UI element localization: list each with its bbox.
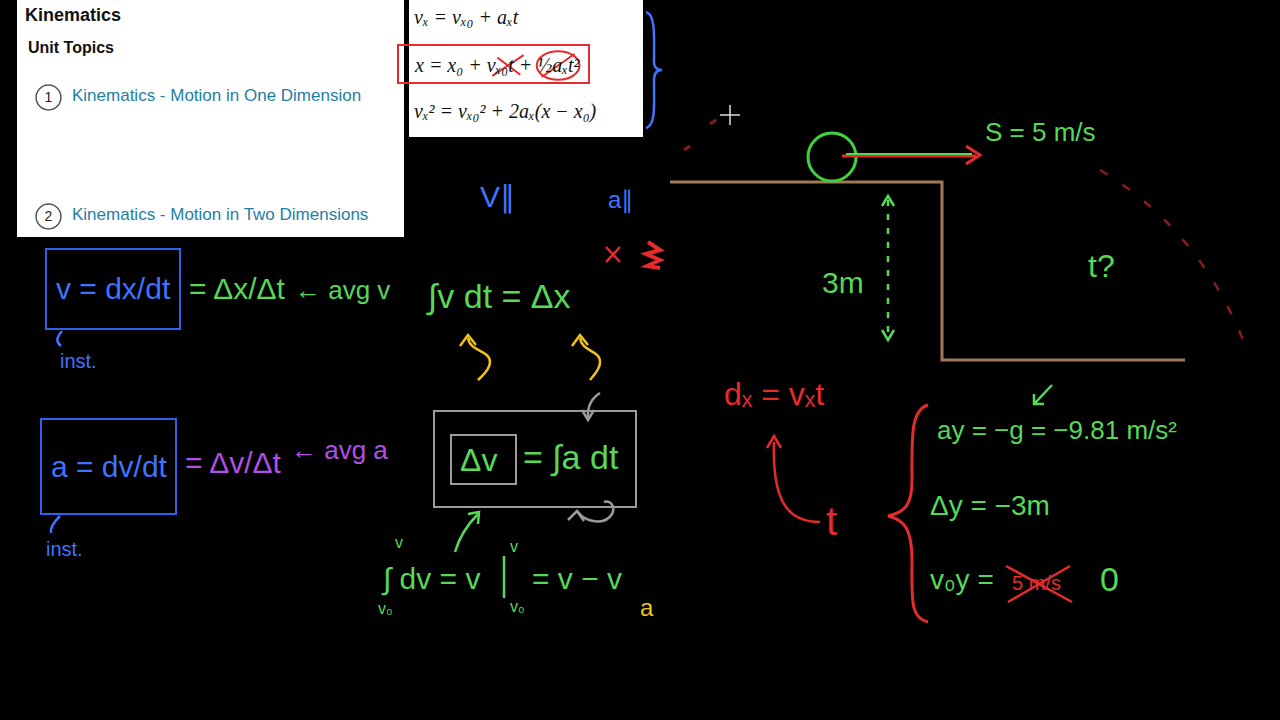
delta-v-box: Δv [450, 434, 517, 485]
pointer-arrow [1034, 385, 1052, 404]
given-value: Δy = −3m [930, 490, 1050, 522]
trajectory-dots [684, 120, 716, 150]
arrow-head [460, 335, 476, 346]
cross-out [1006, 566, 1072, 602]
pointer-arrow [455, 514, 478, 552]
evaluation-bar [503, 556, 506, 598]
definition-box: a = dv/dt [40, 418, 177, 515]
arrow-head [767, 436, 781, 448]
topic-number: 2 [45, 208, 53, 224]
brace [646, 12, 662, 128]
cursor [720, 105, 740, 125]
definition-box: v = dx/dt [45, 248, 181, 330]
height-label: 3m [822, 266, 864, 301]
note: inst. [46, 538, 83, 561]
average-acceleration: = Δv/Δt [185, 446, 281, 481]
average-velocity: = Δx/Δt [189, 272, 285, 307]
topic-number-circle: 1 [35, 84, 62, 111]
brace [888, 405, 928, 622]
panel-subtitle: Unit Topics [28, 39, 114, 57]
scribble [646, 242, 660, 268]
curly-arrow [580, 338, 600, 380]
note: ← avg a [291, 436, 388, 466]
arrow-head [572, 335, 588, 346]
symbol: a [640, 594, 653, 622]
highlight-box: x = x₀ + vₓ₀t + ½aₓt² [397, 44, 590, 84]
equation-panel: vₓ = vₓ₀ + aₓt vₓ² = vₓ₀² + 2aₓ(x − x₀) x … [409, 0, 643, 137]
given-value: 0 [1100, 560, 1119, 599]
integral-box: = ∫a dt Δv [433, 410, 637, 508]
integral-limit: v [510, 538, 518, 556]
note: ← avg v [295, 276, 390, 306]
arrow-head [966, 146, 980, 164]
trajectory [1100, 170, 1245, 345]
kinematic-equation: vₓ² = vₓ₀² + 2aₓ(x − x₀) [414, 100, 596, 123]
integral-expression: = ∫a dt [523, 438, 618, 477]
velocity-arrow [846, 153, 972, 155]
curly-arrow [468, 338, 490, 380]
topic-number-circle: 2 [35, 203, 62, 230]
kinematic-equation: x = x₀ + vₓ₀t + ½aₓt² [415, 54, 580, 77]
arrow-head [568, 511, 584, 521]
topics-panel: KinematicsUnit Topics 1 2 [17, 0, 404, 237]
symbol: a∥ [608, 186, 633, 214]
topic-link: Kinematics - Motion in Two Dimensions [72, 205, 368, 225]
kinematic-equation: vₓ = vₓ₀ + aₓt [414, 6, 518, 29]
symbol: V∥ [480, 180, 515, 215]
leader-line [51, 516, 60, 533]
circle-outline [36, 204, 61, 229]
speed-label: S = 5 m/s [985, 118, 1096, 148]
unknown-label: t? [1088, 248, 1115, 285]
topic-link: Kinematics - Motion in One Dimension [72, 86, 361, 106]
integral-limit: v₀ [378, 600, 393, 618]
panel-title: Kinematics [25, 5, 121, 26]
arrow-head [468, 512, 479, 524]
topic-number: 1 [45, 89, 53, 105]
given-value: v₀y = [930, 564, 994, 596]
acceleration-definition: a = dv/dt [51, 450, 167, 485]
pointer-arrow [774, 442, 820, 522]
circle-outline [36, 85, 61, 110]
leader-line [57, 331, 62, 346]
symbol: t [826, 498, 837, 544]
crossed-value: 5 m/s [1012, 572, 1061, 595]
cliff-ground [670, 182, 1185, 360]
note: inst. [60, 350, 97, 373]
pointer-arrow [588, 393, 600, 418]
integral-limit: v₀ [510, 598, 525, 616]
integral-equation: ∫v dt = Δx [428, 277, 571, 316]
delta-v: Δv [460, 442, 497, 479]
arrow-head [882, 196, 894, 340]
velocity-arrow [842, 155, 976, 158]
equation: dₓ = vₓt [724, 376, 824, 413]
given-value: ay = −g = −9.81 m/s² [937, 416, 1177, 446]
integral-equation: ∫ dv = v [383, 562, 480, 597]
velocity-definition: v = dx/dt [56, 272, 170, 307]
integral-limit: v [395, 534, 403, 552]
integral-equation: = v − v [532, 562, 622, 597]
height-arrow [887, 200, 890, 336]
cross-mark [606, 247, 620, 262]
